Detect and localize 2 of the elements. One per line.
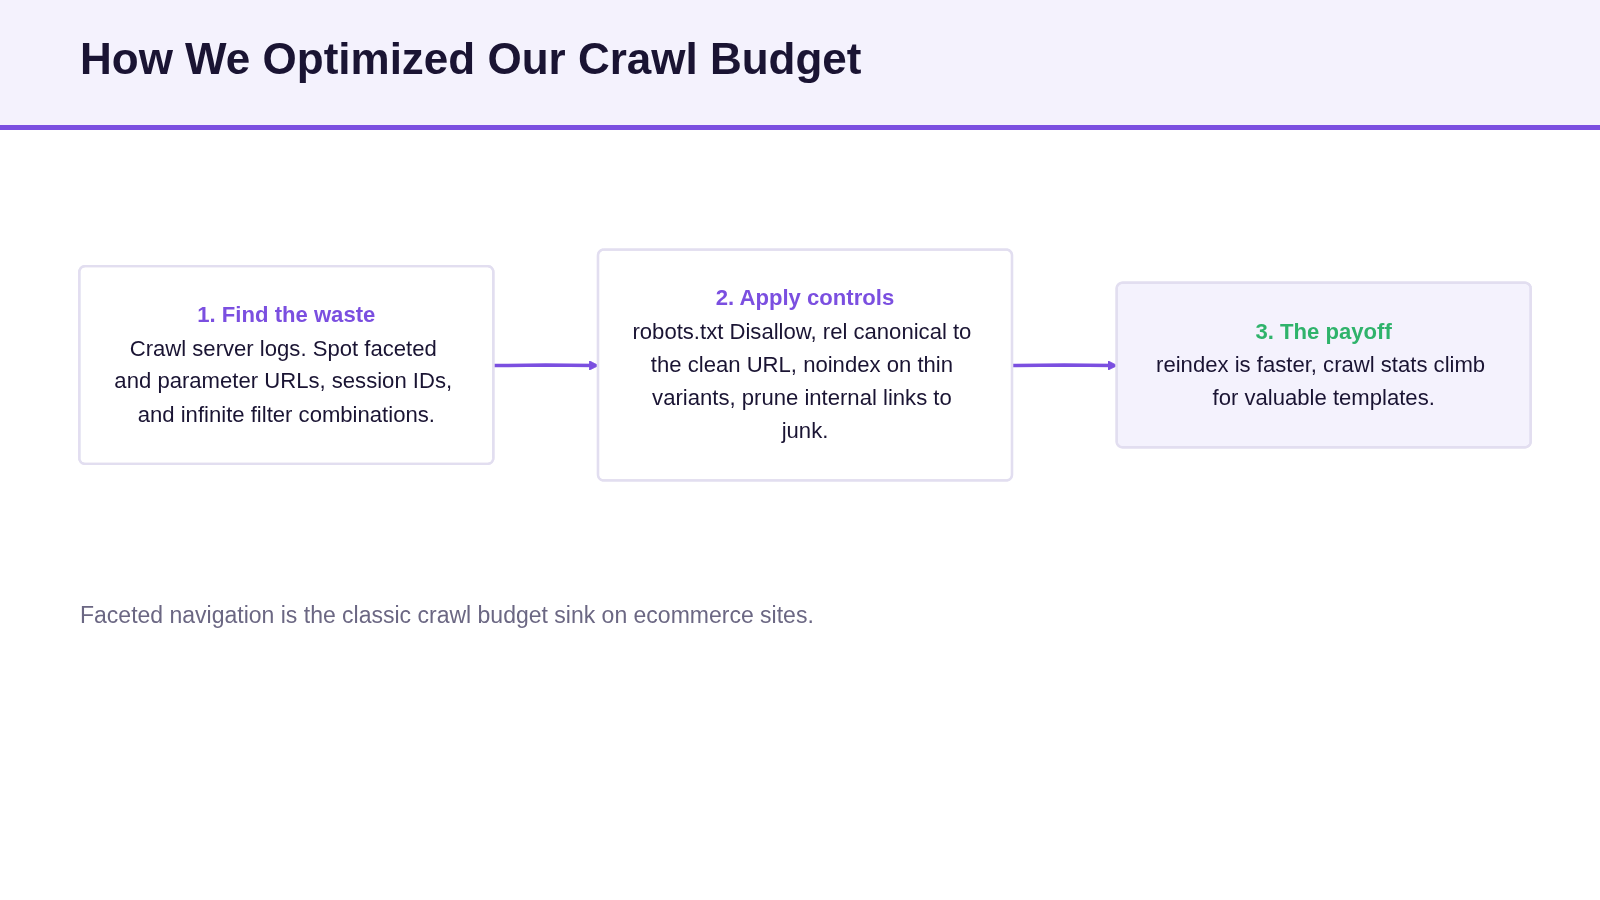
caption: Faceted navigation is the classic crawl budget sink on ecommerce sites.	[80, 602, 814, 629]
title: How We Optimized Our Crawl Budget	[80, 34, 862, 84]
